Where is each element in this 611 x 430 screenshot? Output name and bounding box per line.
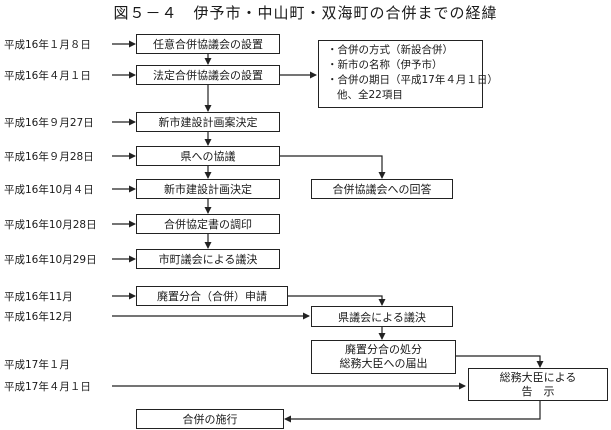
link-kokuji [456, 355, 544, 368]
link-kengikai [288, 295, 386, 306]
step-kokuji-line1: 総務大臣による [499, 370, 577, 384]
step-ken-kyougi: 県への協議 [136, 146, 280, 166]
date-label: 平成16年１月８日 [4, 39, 91, 51]
date-label: 平成16年９月27日 [4, 117, 94, 129]
step-kengikai-giketsu: 県議会による議決 [311, 306, 453, 327]
date-label: 平成16年９月28日 [4, 151, 94, 163]
date-label: 平成16年４月１日 [4, 70, 91, 82]
step-gikai-giketsu: 市町議会による議決 [136, 249, 280, 269]
date-label: 平成17年４月１日 [4, 381, 91, 393]
step-gappei-shikou: 合併の施行 [136, 409, 284, 429]
agreement-item: ・合併の期日（平成17年４月１日） [327, 74, 498, 86]
step-soumu-kokuji: 総務大臣による 告 示 [468, 368, 608, 401]
agreement-item: ・合併の方式（新設合併） [327, 44, 453, 56]
date-label: 平成17年１月 [4, 359, 70, 371]
figure-title: 図５－４ 伊予市・中山町・双海町の合併までの経緯 [113, 4, 498, 22]
step-kaitou: 合併協議会への回答 [311, 179, 453, 199]
step-keikaku-an: 新市建設計画案決定 [136, 112, 280, 132]
link-shikou [284, 401, 541, 423]
step-shobun-line1: 廃置分合の処分 [345, 343, 422, 356]
step-kokuji-line2: 告 示 [521, 384, 555, 398]
agreement-items-box: ・合併の方式（新設合併） ・新市の名称（伊予市） ・合併の期日（平成17年４月１… [318, 40, 498, 108]
date-label: 平成16年10月29日 [4, 254, 97, 266]
step-shobun-todokede: 廃置分合の処分 総務大臣への届出 [311, 340, 456, 374]
link-kaitou [280, 155, 386, 179]
date-label: 平成16年10月４日 [4, 184, 94, 196]
step-haichi-shinsei: 廃置分合（合併）申請 [136, 286, 288, 306]
date-label: 平成16年10月28日 [4, 219, 97, 231]
step-ninni-kyougikai: 任意合併協議会の設置 [136, 34, 280, 54]
step-shobun-line2: 総務大臣への届出 [339, 357, 428, 370]
step-houtei-kyougikai: 法定合併協議会の設置 [136, 65, 280, 85]
step-kyoutei-chouin: 合併協定書の調印 [136, 214, 280, 234]
step-keikaku-kettei: 新市建設計画決定 [136, 179, 280, 199]
agreement-item: ・新市の名称（伊予市） [327, 59, 443, 71]
agreement-item-total: 他、全22項目 [337, 89, 403, 101]
date-label: 平成16年11月 [4, 291, 73, 303]
date-label: 平成16年12月 [4, 311, 73, 323]
